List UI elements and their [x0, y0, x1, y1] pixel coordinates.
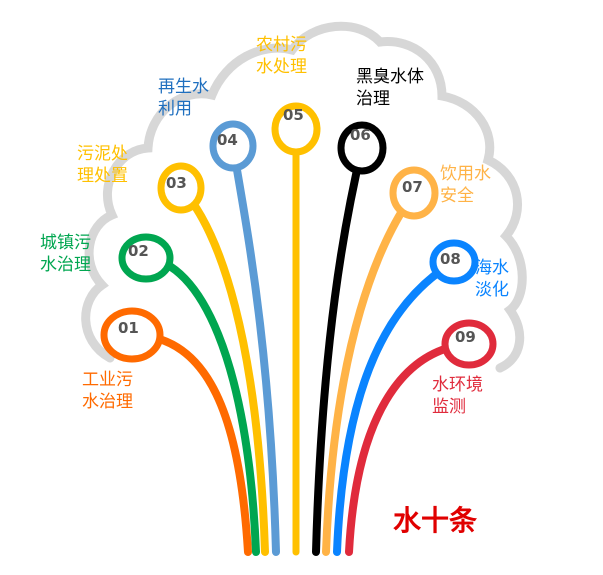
- ring-06: [337, 121, 387, 175]
- label-line1: 农村污: [256, 35, 307, 55]
- stem-02: [142, 254, 260, 556]
- number-06: 06: [350, 126, 371, 144]
- label-line1: 海水: [475, 258, 509, 278]
- diagram-title: 水十条: [393, 504, 477, 537]
- cloud-outline: [81, 21, 527, 373]
- ring-05: [271, 102, 321, 156]
- label-07: 饮用水 安全: [440, 163, 491, 207]
- stem-08: [333, 258, 458, 556]
- ring-07: [389, 166, 439, 220]
- label-line2: 水治理: [82, 392, 133, 412]
- ring-01: [100, 307, 164, 363]
- ring-09: [441, 319, 497, 369]
- label-02: 城镇污 水治理: [40, 232, 91, 276]
- label-line2: 利用: [158, 99, 192, 119]
- stem-03: [177, 184, 269, 556]
- number-02: 02: [128, 242, 149, 260]
- label-04: 再生水 利用: [158, 76, 209, 120]
- stem-06: [312, 144, 366, 556]
- stem-07: [322, 189, 418, 556]
- label-01: 工业污 水治理: [82, 369, 133, 413]
- label-line1: 工业污: [82, 370, 133, 390]
- label-08: 海水 淡化: [475, 257, 509, 301]
- label-line2: 淡化: [475, 280, 509, 300]
- label-line2: 水治理: [40, 255, 91, 275]
- label-line1: 污泥处: [77, 144, 128, 164]
- number-05: 05: [283, 106, 304, 124]
- label-06: 黑臭水体 治理: [356, 66, 424, 110]
- number-08: 08: [440, 250, 461, 268]
- label-line1: 水环境: [432, 375, 483, 395]
- label-line1: 再生水: [158, 77, 209, 97]
- label-line1: 饮用水: [440, 164, 491, 184]
- label-09: 水环境 监测: [432, 374, 483, 418]
- number-07: 07: [402, 178, 423, 196]
- label-03: 污泥处 理处置: [77, 143, 128, 187]
- stem-04: [229, 142, 280, 556]
- label-line2: 治理: [356, 89, 390, 109]
- label-line2: 水处理: [256, 57, 307, 77]
- label-line1: 黑臭水体: [356, 67, 424, 87]
- label-line2: 理处置: [77, 166, 128, 186]
- number-09: 09: [455, 328, 476, 346]
- ring-02: [118, 233, 174, 283]
- label-05: 农村污 水处理: [256, 34, 307, 78]
- label-line1: 城镇污: [40, 233, 91, 253]
- label-line2: 监测: [432, 397, 466, 417]
- number-04: 04: [217, 131, 238, 149]
- ring-08: [429, 239, 479, 285]
- label-line2: 安全: [440, 186, 474, 206]
- number-03: 03: [166, 174, 187, 192]
- ring-03: [157, 162, 205, 214]
- number-01: 01: [118, 319, 139, 337]
- ring-04: [209, 120, 257, 172]
